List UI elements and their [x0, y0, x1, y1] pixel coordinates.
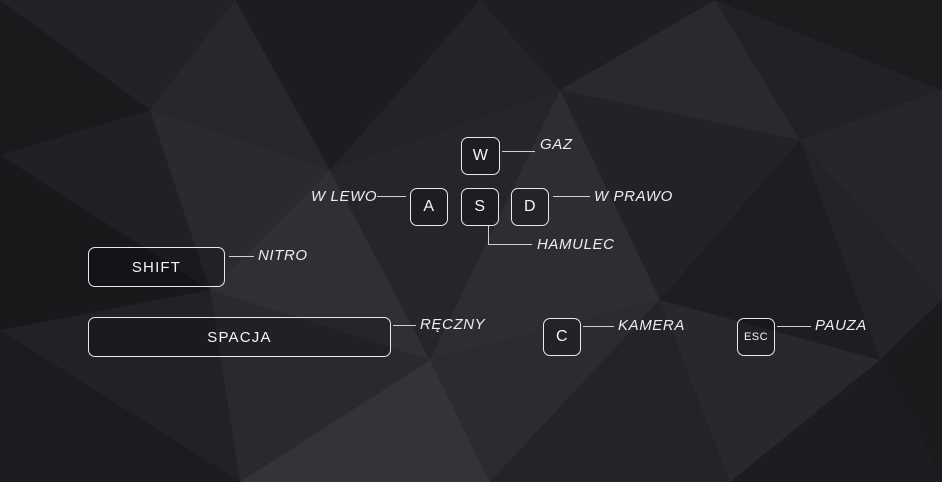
action-label-reczny: RĘCZNY: [420, 316, 486, 333]
key-w: W: [461, 137, 500, 175]
connector-hamulec-vertical: [488, 226, 489, 244]
connector-w-prawo: [553, 196, 590, 197]
action-label-hamulec: HAMULEC: [537, 236, 615, 253]
key-a: A: [410, 188, 448, 226]
connector-kamera: [583, 326, 614, 327]
action-label-w-prawo: W PRAWO: [594, 188, 673, 205]
connector-w-lewo: [377, 196, 406, 197]
action-label-w-lewo: W LEWO: [311, 188, 378, 205]
action-label-pauza: PAUZA: [815, 317, 867, 334]
action-label-gaz: GAZ: [540, 136, 573, 153]
key-c: C: [543, 318, 581, 356]
connector-nitro: [229, 256, 254, 257]
connector-reczny: [393, 325, 416, 326]
key-shift: SHIFT: [88, 247, 225, 287]
action-label-nitro: NITRO: [258, 247, 308, 264]
key-esc: ESC: [737, 318, 775, 356]
connector-hamulec-horizontal: [488, 244, 532, 245]
connector-gaz: [502, 151, 535, 152]
connector-pauza: [777, 326, 811, 327]
key-s: S: [461, 188, 499, 226]
key-d: D: [511, 188, 549, 226]
action-label-kamera: KAMERA: [618, 317, 685, 334]
key-space: SPACJA: [88, 317, 391, 357]
